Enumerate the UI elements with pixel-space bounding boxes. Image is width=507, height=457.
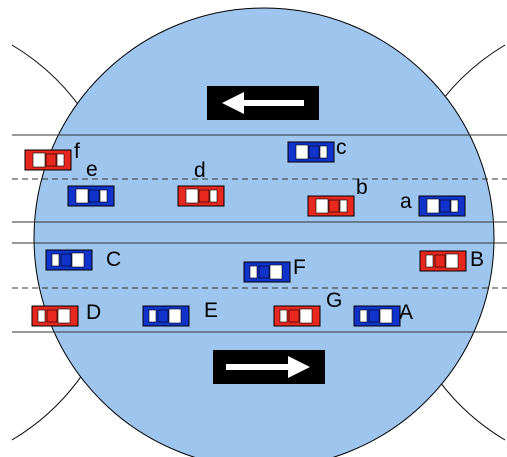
car-window: [426, 198, 440, 214]
vehicle-C: C: [45, 248, 121, 271]
car-roof: [439, 199, 451, 213]
vehicle-d: d: [177, 159, 225, 207]
car-window: [299, 308, 313, 324]
vehicle-c: c: [287, 136, 347, 163]
vehicle-label: C: [106, 248, 121, 271]
car-window: [71, 252, 85, 268]
car-roof: [308, 145, 320, 159]
vehicle-label: D: [86, 301, 101, 324]
vehicle-A: A: [353, 301, 413, 327]
vehicle-b: b: [307, 176, 368, 217]
vehicle-label: G: [326, 289, 342, 312]
car-rear-window: [51, 253, 60, 267]
vehicle-B: B: [419, 248, 484, 272]
car-roof: [88, 189, 100, 203]
vehicle-label: B: [470, 248, 484, 271]
vehicle-D: D: [31, 301, 101, 327]
car-rear-window: [339, 199, 348, 213]
car-rear-window: [249, 265, 258, 279]
car-rear-window: [425, 254, 434, 268]
car-roof: [198, 189, 210, 203]
car-roof: [368, 309, 380, 323]
arrow-left-icon: [207, 86, 319, 120]
car-rear-window: [359, 309, 368, 323]
car-roof: [328, 199, 340, 213]
car-rear-window: [279, 309, 288, 323]
car-roof: [45, 153, 57, 167]
vehicle-label: f: [74, 140, 80, 163]
car-rear-window: [319, 145, 328, 159]
car-rear-window: [148, 309, 157, 323]
vehicle-label: E: [204, 299, 218, 322]
vehicles: fe d cb aC B F D E G A: [24, 136, 484, 327]
vehicle-label: b: [356, 176, 368, 199]
vehicle-e: e: [67, 158, 115, 207]
vehicle-label: a: [400, 190, 412, 213]
car-rear-window: [209, 189, 218, 203]
car-rear-window: [56, 153, 65, 167]
car-window: [269, 264, 283, 280]
car-rear-window: [37, 309, 46, 323]
car-window: [379, 308, 393, 324]
vehicle-label: A: [399, 301, 413, 324]
vehicle-F: F: [243, 256, 306, 283]
car-window: [295, 144, 309, 160]
car-roof: [288, 309, 300, 323]
vehicle-f: f: [24, 140, 80, 171]
arrow-right-icon: [213, 350, 325, 384]
vehicle-label: d: [194, 159, 206, 182]
car-roof: [157, 309, 169, 323]
road: [12, 134, 507, 333]
car-roof: [434, 254, 446, 268]
car-window: [445, 253, 459, 269]
vehicle-a: a: [400, 190, 466, 217]
car-rear-window: [99, 189, 108, 203]
car-roof: [60, 253, 72, 267]
vehicle-G: G: [273, 289, 342, 327]
car-rear-window: [450, 199, 459, 213]
vehicle-E: E: [142, 299, 218, 327]
vehicle-label: F: [293, 256, 306, 279]
vehicle-label: e: [86, 158, 98, 181]
car-window: [315, 198, 329, 214]
car-window: [32, 152, 46, 168]
car-roof: [46, 309, 58, 323]
car-window: [57, 308, 71, 324]
car-window: [168, 308, 182, 324]
range-circle: [33, 7, 495, 457]
vehicle-label: c: [336, 136, 347, 159]
car-roof: [258, 265, 270, 279]
car-window: [75, 188, 89, 204]
car-window: [185, 188, 199, 204]
